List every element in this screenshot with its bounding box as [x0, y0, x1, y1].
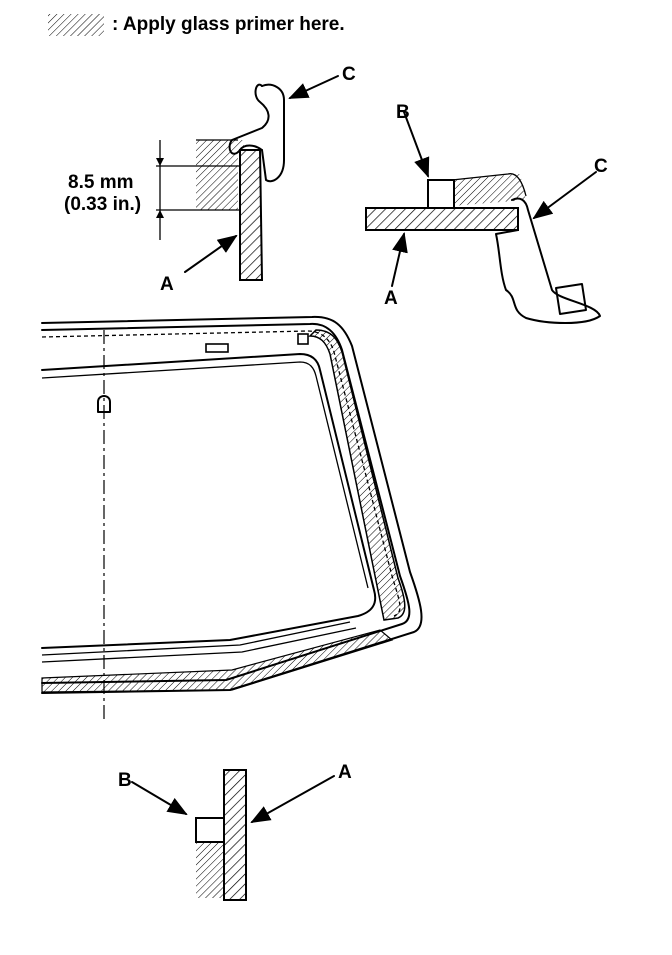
glass-a-section-2: [365, 207, 519, 231]
glass-a-section-1: [239, 149, 264, 281]
molding-c-section-1: [228, 83, 270, 155]
dam-b-section-3: [195, 817, 225, 843]
label-a-detail-3: A: [338, 762, 352, 783]
dimension-imperial: (0.33 in.): [64, 194, 141, 215]
label-c-detail-2: C: [594, 156, 608, 177]
windshield-overview: [41, 315, 423, 720]
molding-c-section-2: [495, 197, 601, 324]
dimension-metric: 8.5 mm: [68, 172, 133, 193]
label-b-detail-2: B: [396, 102, 410, 123]
legend-swatch: [48, 14, 104, 36]
detail-bottom: [131, 769, 335, 901]
legend-text: : Apply glass primer here.: [112, 14, 345, 35]
detail-top-left: [156, 75, 339, 281]
label-b-detail-3: B: [118, 770, 132, 791]
label-c-detail-1: C: [342, 64, 356, 85]
glass-a-section-3: [223, 769, 247, 901]
label-a-detail-1: A: [160, 274, 174, 295]
mirror-mount-icon: [97, 395, 111, 413]
dam-b-section-2: [427, 179, 455, 209]
label-a-detail-2: A: [384, 288, 398, 309]
detail-top-right: [365, 111, 601, 324]
